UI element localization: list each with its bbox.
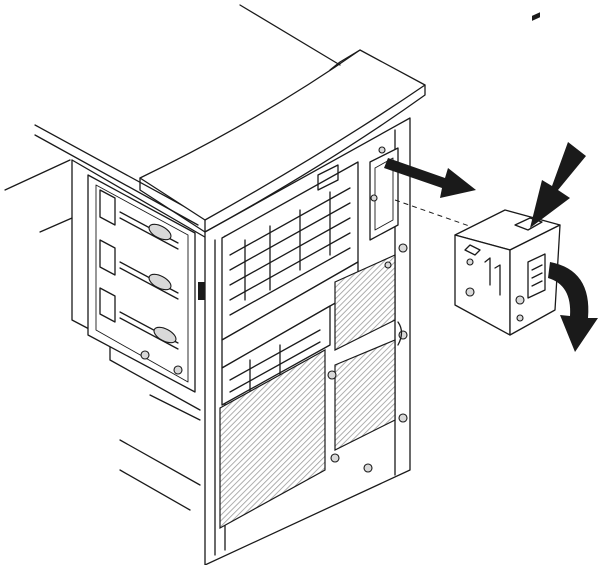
rotate-arrow-icon — [548, 262, 598, 352]
pull-arrow-icon — [384, 158, 476, 198]
front-io-assembly — [454, 12, 561, 336]
push-arrow-icon — [530, 142, 586, 228]
drive-cage — [87, 174, 208, 393]
drive-bay-area — [221, 161, 359, 406]
front-bezel-top — [139, 4, 426, 233]
vent-panels — [219, 243, 408, 530]
